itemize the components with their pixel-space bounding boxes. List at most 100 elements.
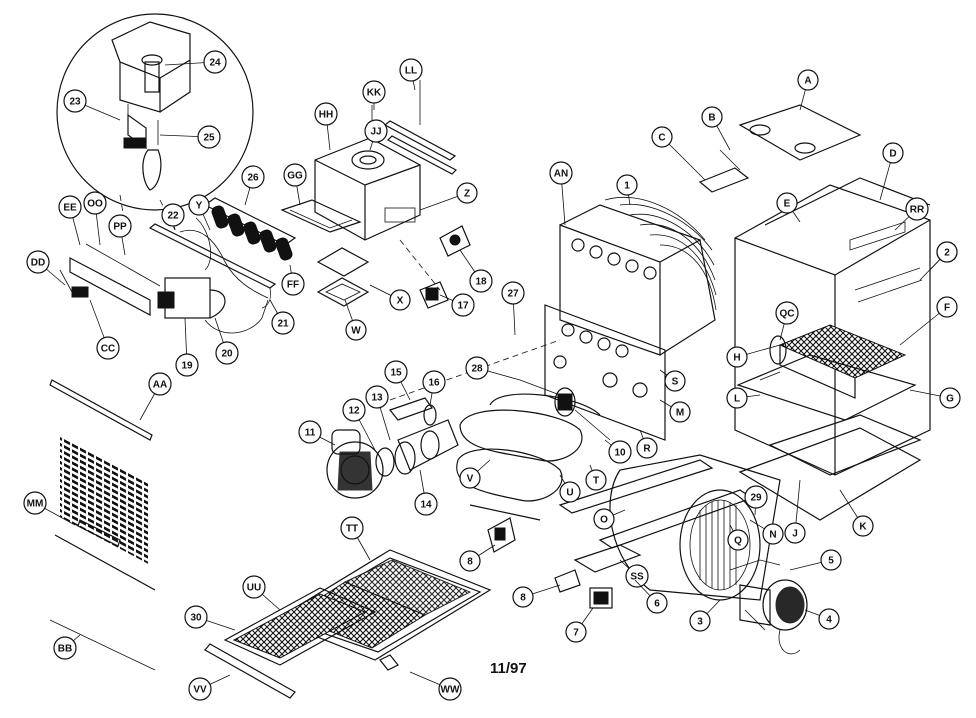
callout-rr: RR: [894, 197, 929, 231]
callout-label: H: [733, 353, 740, 364]
callout-label: 3: [697, 617, 703, 628]
callout-label: UU: [247, 583, 261, 594]
callout-bubble: [820, 549, 842, 571]
callout-label: F: [944, 303, 950, 314]
callout-label: 26: [247, 173, 259, 184]
gasket-and-plate: [316, 247, 370, 307]
callout-bubble: [726, 346, 748, 368]
callout-ll: LL: [399, 58, 423, 91]
callout-bubble: [298, 420, 322, 444]
callout-pp: PP: [108, 214, 132, 256]
callout-bubble: [625, 564, 649, 588]
callout-label: U: [566, 488, 573, 499]
callout-bubble: [651, 126, 673, 148]
callout-label: TT: [346, 524, 358, 535]
callout-l: L: [726, 387, 761, 409]
callout-label: 7: [573, 628, 579, 639]
callout-t: T: [585, 464, 607, 491]
callout-n18: 18: [459, 249, 493, 293]
blower-motor: [729, 559, 808, 655]
callout-label: KK: [367, 88, 382, 99]
callout-label: BB: [58, 644, 72, 655]
burner-box: [280, 137, 421, 241]
callout-e1: E: [776, 192, 801, 223]
callout-n17: 17: [439, 293, 475, 317]
callout-label: GG: [287, 171, 303, 182]
callout-label: 16: [428, 378, 440, 389]
inducer-motor: [326, 339, 561, 499]
callout-n1: 1: [616, 174, 638, 206]
callout-n11: 11: [298, 420, 336, 446]
callout-label: Q: [734, 536, 742, 547]
callout-bubble: [23, 491, 47, 515]
callout-bubble: [340, 516, 364, 540]
callout-label: 8: [520, 593, 526, 604]
callout-o: O: [593, 508, 626, 530]
callout-bubble: [593, 508, 615, 530]
callout-bubble: [882, 142, 904, 164]
callout-label: OO: [87, 199, 103, 210]
callout-n23: 23: [63, 89, 121, 121]
callout-j: J: [784, 479, 806, 544]
callout-n28: 28: [465, 356, 521, 381]
callout-label: LL: [405, 66, 417, 77]
callout-bubble: [203, 50, 227, 74]
callout-label: EE: [63, 203, 77, 214]
callout-label: FF: [287, 280, 299, 291]
callout-c: C: [651, 126, 706, 181]
callout-bubble: [197, 125, 221, 149]
callout-label: PP: [113, 222, 127, 233]
callout-bubble: [939, 387, 961, 409]
callout-bubble: [399, 58, 423, 82]
callout-bubble: [616, 174, 638, 196]
callout-bubble: [636, 437, 658, 459]
callout-label: RR: [910, 205, 925, 216]
callout-label: 1: [624, 181, 630, 192]
callout-n13: 13: [365, 385, 391, 441]
callout-label: 30: [190, 613, 202, 624]
callout-n3: 3: [689, 599, 721, 632]
callout-gg: GG: [283, 163, 307, 206]
callout-bubble: [459, 550, 481, 572]
callout-n25: 25: [159, 125, 221, 149]
callout-bubble: [283, 163, 307, 187]
callout-label: 20: [221, 349, 233, 360]
callout-q: Q: [727, 524, 749, 551]
callout-label: 5: [828, 556, 834, 567]
callout-bubble: [565, 621, 587, 643]
callout-label: W: [351, 326, 361, 337]
callout-n8b: 8: [459, 544, 496, 572]
callout-label: 4: [826, 615, 832, 626]
callout-bubble: [451, 293, 475, 317]
callout-bubble: [776, 192, 798, 214]
callout-n10: 10: [604, 439, 632, 464]
callout-bubble: [905, 197, 929, 221]
cabinet-assembly: [734, 177, 931, 476]
callout-label: 25: [203, 133, 215, 144]
callout-label: DD: [31, 258, 45, 269]
callout-bubble: [559, 481, 581, 503]
callout-label: 19: [181, 361, 193, 372]
callout-bubble: [414, 492, 438, 516]
control-transformer: [487, 517, 642, 609]
callout-n22: 22: [161, 203, 185, 231]
callout-bubble: [727, 529, 749, 551]
callout-n26: 26: [241, 165, 265, 206]
callout-n12: 12: [342, 398, 376, 451]
callout-ss: SS: [619, 559, 649, 588]
callout-label: QC: [780, 309, 795, 320]
callout-bubble: [818, 608, 840, 630]
callout-label: 6: [654, 599, 660, 610]
callout-bubble: [26, 250, 50, 274]
callout-label: 18: [475, 277, 487, 288]
callout-bubble: [63, 89, 87, 113]
callout-z: Z: [419, 182, 478, 211]
callout-bubble: [936, 296, 958, 318]
callout-bubble: [53, 636, 77, 660]
filter-rack: [204, 549, 492, 699]
callout-hh: HH: [314, 102, 338, 151]
callout-label: HH: [319, 110, 333, 121]
callout-label: V: [467, 474, 474, 485]
callout-n15: 15: [384, 360, 411, 401]
